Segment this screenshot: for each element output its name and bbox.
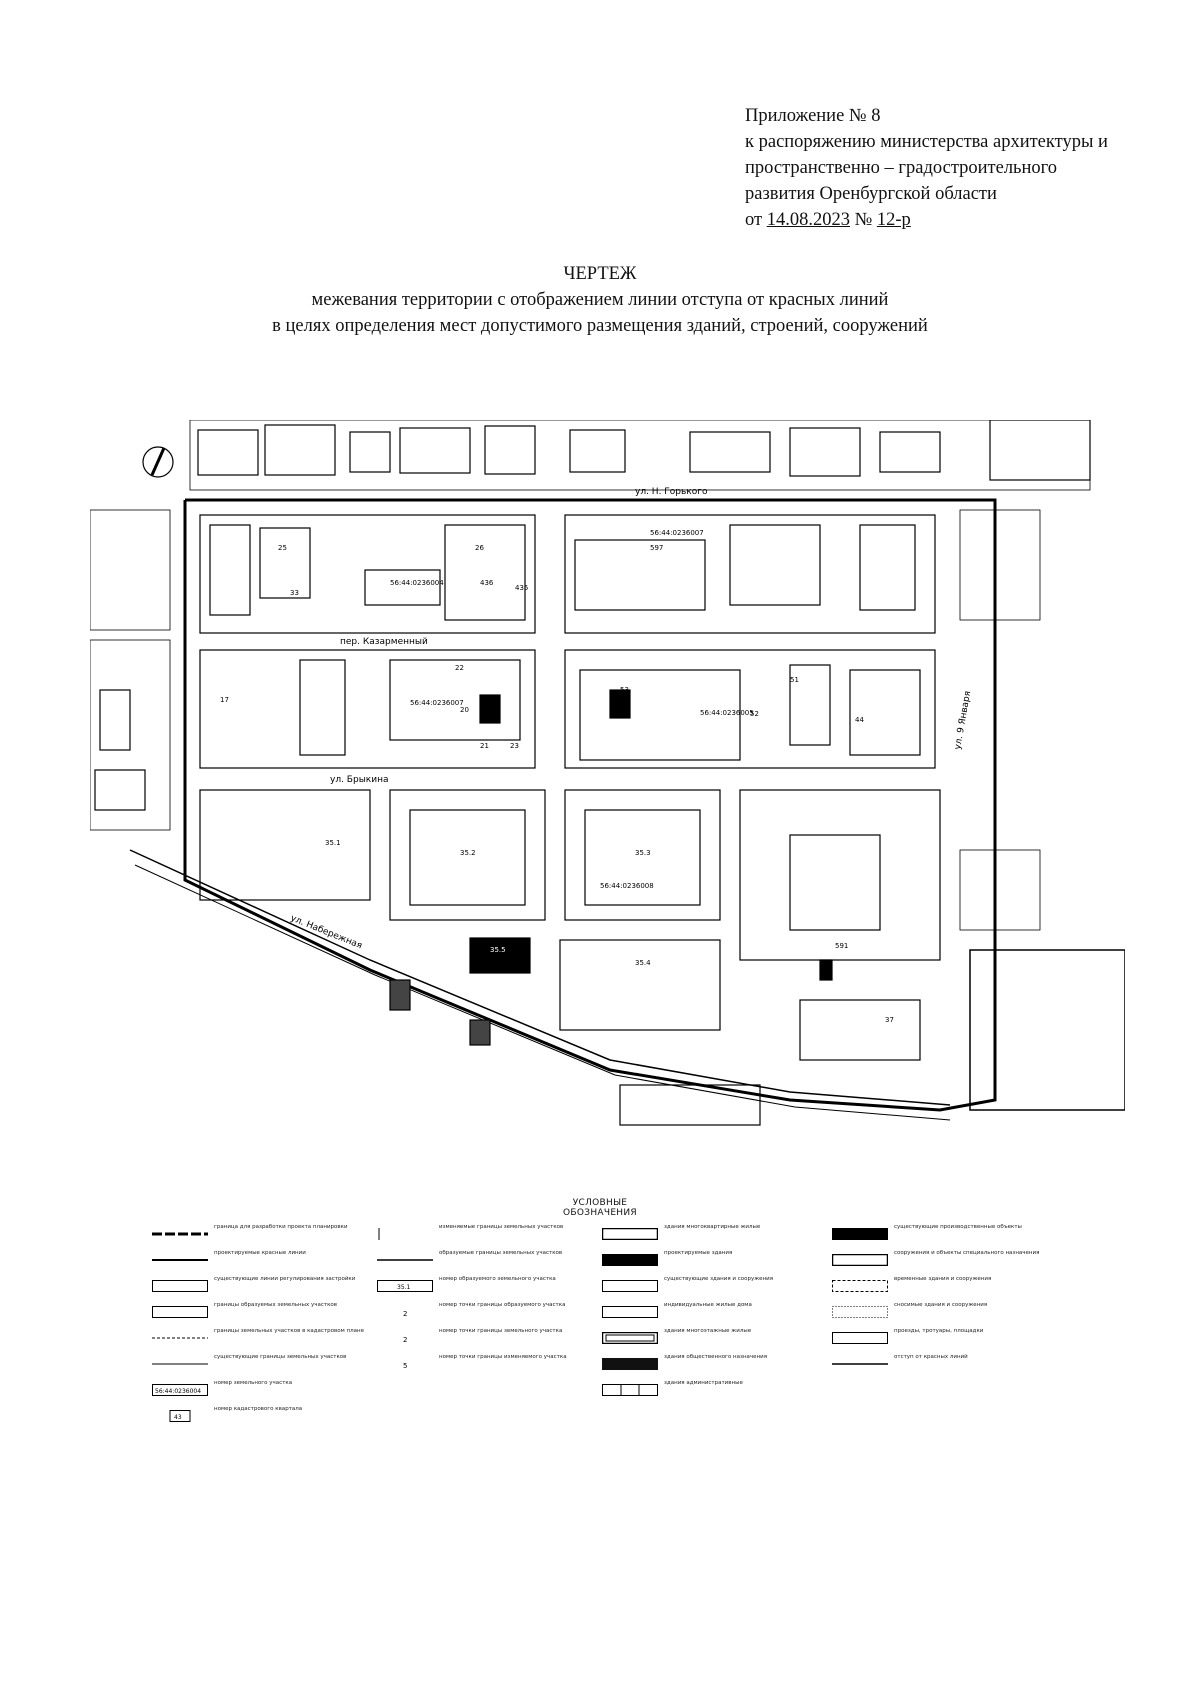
svg-text:43: 43 <box>174 1414 182 1421</box>
legend-item: существующие линии регулирования застрой… <box>152 1274 372 1300</box>
legend-item: здания многоквартирные жилые <box>602 1222 822 1248</box>
appendix-ref-line1: к распоряжению министерства архитектуры … <box>745 132 1108 152</box>
legend-item: отступ от красных линий <box>832 1354 968 1365</box>
cadastral-quarter-label: 56:44:0236004 <box>390 579 444 587</box>
parcel-number: 53 <box>620 686 629 694</box>
legend-item: существующие границы земельных участков <box>152 1354 347 1365</box>
north-arrow-icon <box>142 446 174 478</box>
parcel-number: 35.5 <box>490 946 506 954</box>
parcel-number: 436 <box>480 579 494 587</box>
date-prefix: от <box>745 210 767 230</box>
order-date: 14.08.2023 <box>766 210 850 230</box>
legend-item: здания общественного назначения <box>602 1352 822 1378</box>
street-label-yanvarya: ул. 9 Января <box>953 690 973 750</box>
parcel-number: 20 <box>460 706 469 714</box>
legend-item: существующие здания и сооружения <box>602 1274 822 1300</box>
svg-text:2: 2 <box>403 1310 407 1318</box>
svg-text:56:44:0236004: 56:44:0236004 <box>155 1388 201 1395</box>
drawing-title-block: ЧЕРТЕЖ межевания территории с отображени… <box>0 261 1200 339</box>
legend-item: проектируемые здания <box>602 1248 822 1274</box>
legend-item: сносимые здания и сооружения <box>832 1300 1052 1326</box>
cadastral-quarter-label: 56:44:0236007 <box>410 699 464 707</box>
legend-column-2: изменяемые границы земельных участков об… <box>377 1222 597 1378</box>
drawing-subtitle-line1: межевания территории с отображением лини… <box>311 290 889 310</box>
street-label-naberezhnaya: ул. Набережная <box>289 914 364 952</box>
parcel-number: 597 <box>650 544 663 552</box>
survey-map[interactable]: ул. Н. Горького пер. Казарменный ул. Бры… <box>90 420 1125 1190</box>
appendix-header: Приложение № 8 к распоряжению министерст… <box>745 103 1175 233</box>
legend-item: проезды, тротуары, площадки <box>832 1326 1052 1352</box>
parcel-number: 35.1 <box>325 839 341 847</box>
legend-item: проектируемые красные линии <box>152 1250 306 1261</box>
parcel-number: 33 <box>290 589 299 597</box>
svg-text:5: 5 <box>403 1362 407 1370</box>
legend-column-3: здания многоквартирные жилые проектируем… <box>602 1222 822 1404</box>
legend-item: границы образуемых земельных участков <box>152 1300 372 1326</box>
legend-column-4: существующие производственные объекты со… <box>832 1222 1052 1378</box>
parcel-number: 35.4 <box>635 959 651 967</box>
parcel-number: 22 <box>455 664 464 672</box>
parcel-number: 21 <box>480 742 489 750</box>
legend-item: здания административные <box>602 1378 822 1404</box>
parcel-number: 35.2 <box>460 849 476 857</box>
cadastral-quarter-label: 56:44:0236007 <box>650 529 704 537</box>
parcel-number: 44 <box>855 716 864 724</box>
legend-item: существующие производственные объекты <box>832 1222 1052 1248</box>
legend-item: сооружения и объекты специального назнач… <box>832 1248 1052 1274</box>
drawing-subtitle-line2: в целях определения мест допустимого раз… <box>272 316 928 336</box>
order-number: 12-р <box>876 210 911 230</box>
legend-item: границы земельных участков в кадастровом… <box>152 1328 364 1339</box>
street-label-brykina: ул. Брыкина <box>330 775 388 785</box>
parcel-number: 37 <box>885 1016 894 1024</box>
legend-title: УСЛОВНЫЕ ОБОЗНАЧЕНИЯ <box>563 1198 637 1218</box>
appendix-number: Приложение № 8 <box>745 106 881 126</box>
legend-column-1: граница для разработки проекта планировк… <box>152 1222 372 1430</box>
parcel-number: 51 <box>790 676 799 684</box>
legend-item: здания многоэтажные жилые <box>602 1326 822 1352</box>
appendix-date-line: от 14.08.2023 № 12-р <box>745 207 1175 233</box>
parcel-number: 17 <box>220 696 229 704</box>
street-label-gorky: ул. Н. Горького <box>635 487 708 497</box>
svg-text:2: 2 <box>403 1336 407 1344</box>
drawing-title: ЧЕРТЕЖ <box>563 264 637 284</box>
legend-item: индивидуальные жилые дома <box>602 1300 822 1326</box>
legend-item: изменяемые границы земельных участков <box>378 1224 564 1240</box>
parcel-number: 26 <box>475 544 484 552</box>
number-prefix: № <box>849 210 877 230</box>
street-label-kazarmenny: пер. Казарменный <box>340 637 428 647</box>
parcel-number: 23 <box>510 742 519 750</box>
parcel-number: 591 <box>835 942 848 950</box>
legend-item: граница для разработки проекта планировк… <box>152 1224 348 1236</box>
cadastral-quarter-label: 56:44:0236005 <box>700 709 754 717</box>
parcel-number: 435 <box>515 584 528 592</box>
svg-text:35.1: 35.1 <box>397 1284 411 1291</box>
parcel-number: 52 <box>750 710 759 718</box>
cadastral-quarter-label: 56:44:0236008 <box>600 882 654 890</box>
legend-item: образуемые границы земельных участков <box>377 1250 563 1261</box>
legend: граница для разработки проекта планировк… <box>152 1222 1082 1462</box>
legend-item: временные здания и сооружения <box>832 1274 1052 1300</box>
parcel-number: 35.3 <box>635 849 651 857</box>
parcel-number: 25 <box>278 544 287 552</box>
appendix-ref-line2: пространственно – градостроительного <box>745 158 1058 178</box>
appendix-ref-line3: развития Оренбургской области <box>745 184 997 204</box>
